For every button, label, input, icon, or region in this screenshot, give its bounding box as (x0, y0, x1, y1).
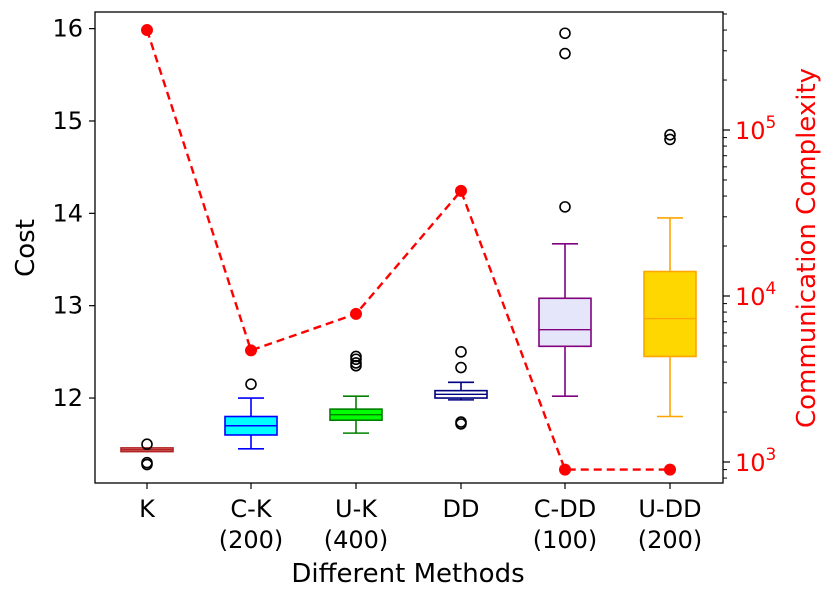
outlier-point (559, 27, 571, 40)
box-5 (643, 129, 697, 418)
x-tick-label-sub: (100) (533, 526, 598, 554)
outlier-point (141, 458, 153, 471)
y-tick-label: 16 (52, 15, 83, 43)
y-tick-label: 15 (52, 107, 83, 135)
x-tick-label: U-DD (638, 495, 701, 523)
y-axis-title: Cost (11, 219, 41, 277)
plot-area (95, 12, 723, 483)
outlier-point (350, 357, 362, 369)
box-3 (434, 346, 488, 430)
boxes-layer (120, 27, 697, 471)
x-tick-label: U-K (335, 495, 378, 523)
comm-series-line (145, 29, 670, 471)
outlier-point (664, 133, 676, 146)
box-rect (538, 297, 592, 348)
y2-tick-label: 104 (735, 279, 776, 311)
y-tick-label: 13 (52, 292, 83, 320)
outlier-point (559, 47, 571, 60)
comm-series-point (141, 24, 153, 37)
outlier-point (455, 416, 467, 428)
comm-series-point (664, 463, 676, 476)
outlier-point (141, 438, 153, 451)
box-rect (643, 270, 697, 358)
outlier-point (455, 346, 467, 358)
box-0 (120, 438, 174, 471)
box-4 (538, 27, 592, 397)
y2-tick-label: 105 (735, 113, 776, 145)
comm-series-layer (141, 24, 676, 476)
x-tick-label: C-DD (534, 495, 596, 523)
x-axis-title: Different Methods (291, 559, 524, 589)
comm-series-point (559, 463, 571, 476)
box-2 (329, 350, 383, 434)
x-tick-label: C-K (230, 495, 272, 523)
outlier-point (455, 361, 467, 374)
comm-series-point (350, 307, 362, 320)
x-tick-label: K (139, 495, 156, 523)
outlier-point (664, 129, 676, 141)
x-tick-label-sub: (400) (324, 526, 389, 554)
plot-frame (94, 11, 724, 484)
y2-axis-title: Communication Complexity (792, 68, 822, 428)
box-1 (224, 378, 278, 450)
comm-series-point (245, 344, 257, 357)
outlier-point (350, 350, 362, 363)
y-tick-label: 14 (52, 199, 83, 227)
y-tick-label: 12 (52, 384, 83, 412)
x-tick-label-sub: (200) (219, 526, 284, 554)
comm-series-point (455, 184, 467, 197)
outlier-point (245, 378, 257, 390)
y2-tick-label: 103 (735, 445, 776, 477)
outlier-point (559, 201, 571, 213)
x-tick-label: DD (443, 495, 480, 523)
x-tick-label-sub: (200) (638, 526, 703, 554)
